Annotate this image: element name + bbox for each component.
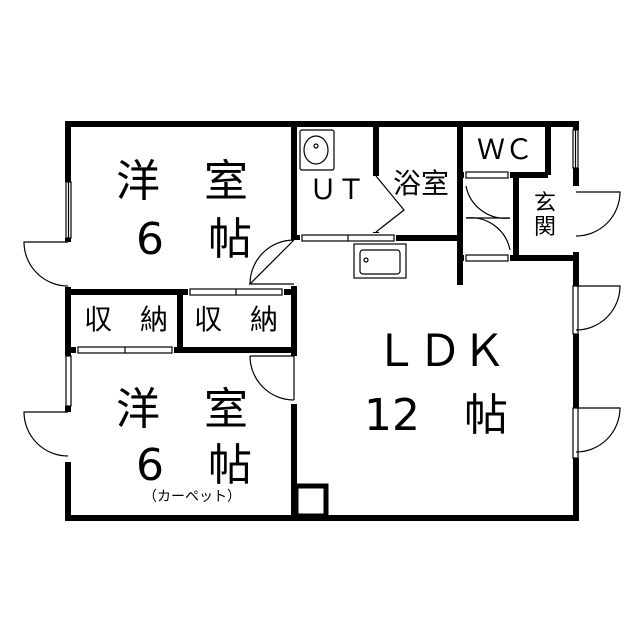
western-room-top-size: 6 帖 — [136, 214, 252, 265]
ldk-size: 12 帖 — [364, 390, 508, 441]
western-room-top-name: 洋 室 — [116, 156, 248, 207]
storage-right-label: 収 納 — [193, 303, 278, 336]
ldk-name: ＬＤＫ — [374, 326, 506, 377]
windows-and-sliding-doors — [65, 129, 579, 459]
toilet-label: ＷＣ — [476, 133, 533, 166]
western-room-bottom-size: 6 帖 — [136, 440, 252, 491]
entrance-label: 玄関 — [533, 191, 556, 241]
fixtures — [299, 129, 407, 279]
door-swings — [23, 175, 621, 457]
bathroom-label: 浴室 — [392, 167, 449, 200]
storage-left-label: 収 納 — [83, 303, 168, 336]
western-room-bottom-name: 洋 室 — [116, 384, 248, 435]
pipe-shaft — [293, 483, 329, 519]
carpet-note: （カーペット） — [143, 489, 241, 505]
utility-label: ＵＴ — [308, 173, 365, 206]
